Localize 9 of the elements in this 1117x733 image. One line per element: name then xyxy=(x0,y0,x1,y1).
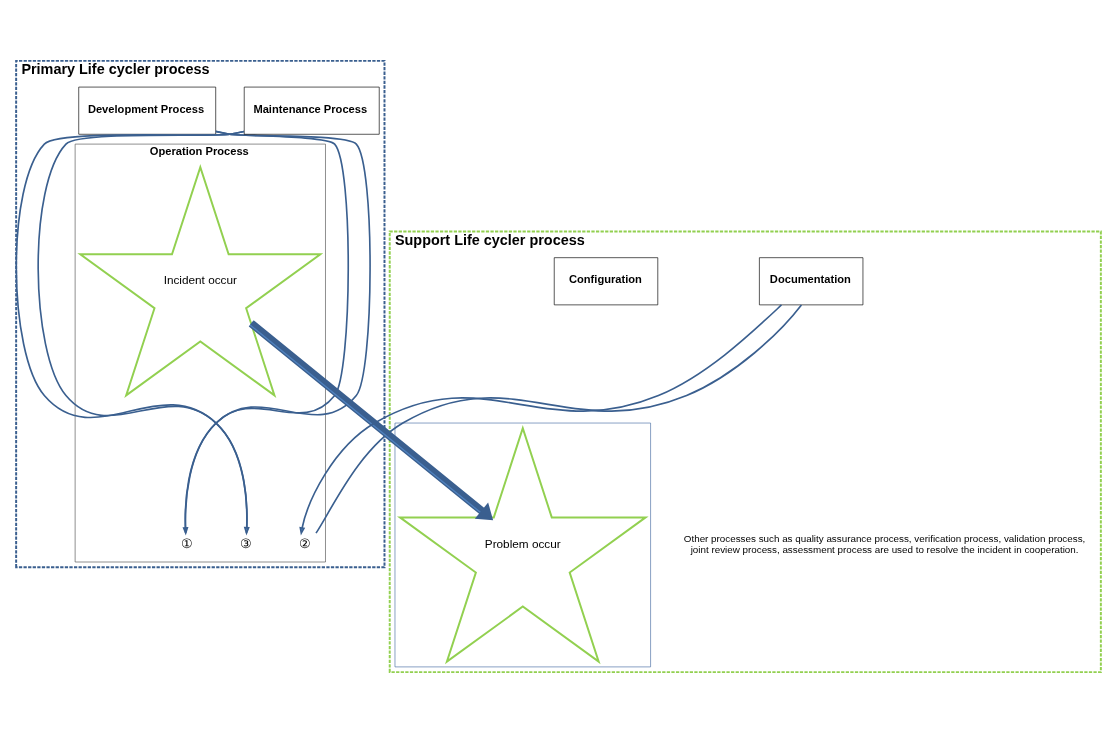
node-text: ① xyxy=(180,536,193,552)
node-box: Development Process xyxy=(78,86,217,135)
node-text: ② xyxy=(298,536,311,552)
label: Other processes such as quality assurance process, verification process, validation process, joint review process, assessment process are used to resolve the incident in cooperation. xyxy=(683,532,1086,555)
arrow xyxy=(248,320,494,521)
node-text: ③ xyxy=(239,536,252,552)
node-box: Configuration xyxy=(553,257,659,306)
node-box: Maintenance Process xyxy=(243,86,380,135)
node-box: Documentation xyxy=(759,257,864,306)
